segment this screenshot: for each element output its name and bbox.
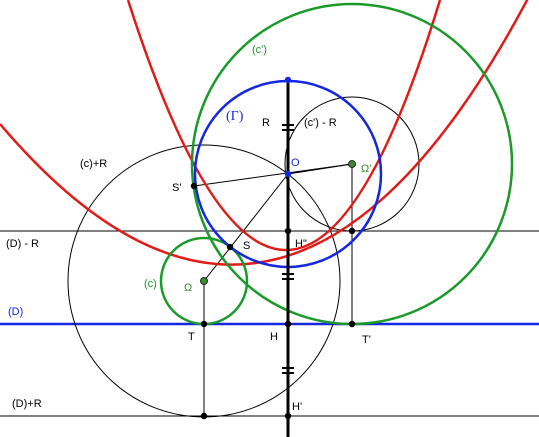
label-d-plus-r: (D)+R xyxy=(12,398,42,410)
label-c-plus-r: (c)+R xyxy=(80,158,107,170)
label-gamma: (Γ) xyxy=(226,109,244,124)
point-h xyxy=(284,320,292,328)
label-r: R xyxy=(262,117,270,129)
point-o xyxy=(284,170,292,178)
points xyxy=(190,76,356,420)
label-d-minus-r: (D) - R xyxy=(6,238,39,250)
tick-marks xyxy=(282,124,294,374)
parabola xyxy=(0,0,529,266)
point-omega-prime xyxy=(348,160,356,168)
point-h-prime xyxy=(284,412,292,420)
label-s-prime: S' xyxy=(172,182,181,194)
point-t-prime xyxy=(348,320,356,328)
point-omega xyxy=(200,277,208,285)
point-t xyxy=(200,320,208,328)
point-s-prime xyxy=(190,182,198,190)
label-t-prime: T' xyxy=(362,334,371,346)
label-h: H xyxy=(270,331,278,343)
label-o: O xyxy=(291,157,300,169)
point-h-dblprime xyxy=(284,227,292,235)
point-s xyxy=(226,243,234,251)
point-bottom-omega xyxy=(200,412,208,420)
label-d: (D) xyxy=(8,306,23,318)
label-c-prime-minus-r: (c') - R xyxy=(304,117,337,129)
label-c: (c) xyxy=(144,278,157,290)
label-omega-prime: Ω' xyxy=(361,163,371,175)
label-h-dblprime: H" xyxy=(295,238,307,250)
label-omega: Ω xyxy=(184,282,192,294)
point-top xyxy=(284,76,292,84)
point-intersect-d-minus-r xyxy=(348,227,356,235)
label-c-prime: (c') xyxy=(252,44,267,56)
segment-o-omega-prime xyxy=(287,163,353,175)
label-s: S xyxy=(243,240,250,252)
parabola-inner xyxy=(126,0,442,251)
label-h-prime: H' xyxy=(292,401,302,413)
label-t: T xyxy=(188,331,195,343)
